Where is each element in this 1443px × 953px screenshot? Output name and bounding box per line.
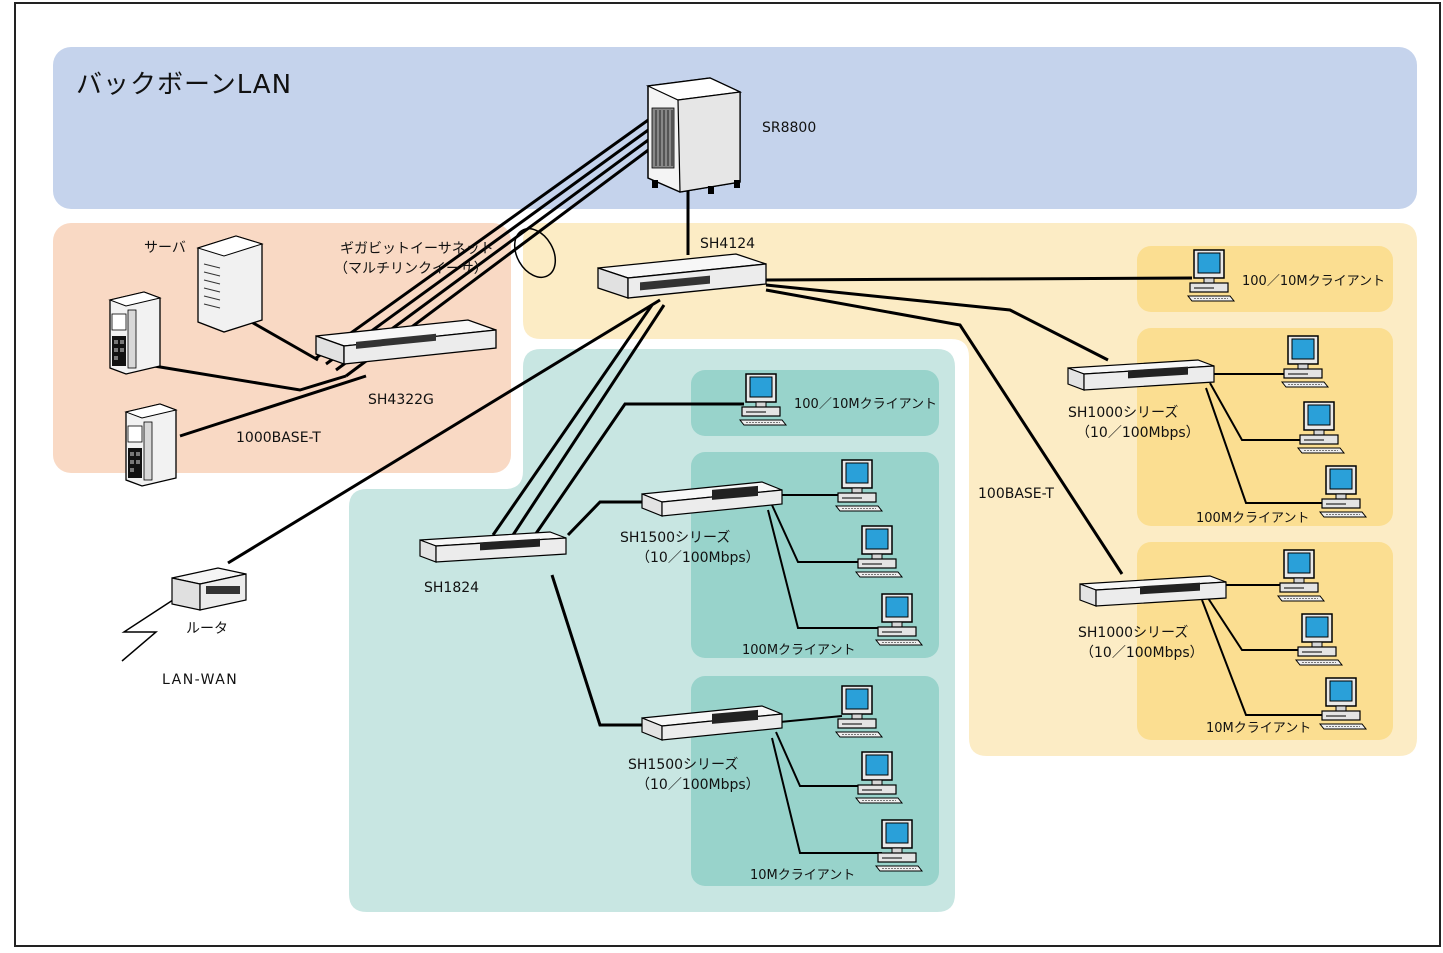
- router-label: ルータ: [186, 621, 228, 637]
- link-sh1824-b: [511, 304, 666, 536]
- diagram-frame: [14, 2, 1441, 947]
- link-sh1000-b: [765, 288, 1124, 575]
- sh1500-label-sub: （10／100Mbps）: [636, 777, 760, 793]
- server-tower-icon: [125, 403, 177, 487]
- server-tower-icon: [109, 291, 161, 375]
- sh4124-label: SH4124: [700, 236, 755, 252]
- sh4322g-switch-icon: [315, 319, 497, 365]
- sh1000-label: SH1000シリーズ: [1078, 625, 1188, 641]
- gigabit-label-2: （マルチリンクイーサ）: [334, 261, 488, 277]
- sh1500-label: SH1500シリーズ: [628, 757, 738, 773]
- router-icon: [171, 567, 247, 611]
- link-server-1: [147, 363, 347, 392]
- backbone-title: バックボーンLAN: [76, 70, 292, 100]
- client-label: 100／10Mクライアント: [794, 397, 937, 412]
- server-tower-icon: [196, 235, 264, 333]
- sh1000-label-sub: （10／100Mbps）: [1076, 425, 1200, 441]
- link-sh1000-a: [765, 283, 1109, 362]
- client-label: 100Mクライアント: [742, 643, 856, 658]
- link-backbone-2: [325, 126, 652, 366]
- sh1000-label: SH1000シリーズ: [1068, 405, 1178, 421]
- base-1000t-label: 1000BASE-T: [236, 430, 321, 446]
- sr8800-label: SR8800: [762, 120, 816, 136]
- link-server-3: [179, 374, 367, 438]
- lan-wan-label: LAN-WAN: [162, 672, 238, 688]
- link-sh1824-sh1500b: [550, 574, 648, 727]
- base-100t-label: 100BASE-T: [978, 486, 1054, 502]
- sh4322g-label: SH4322G: [368, 392, 434, 408]
- link-sh1824-client: [533, 402, 744, 536]
- link-router: [227, 298, 661, 565]
- link-sh1824-a: [491, 304, 654, 536]
- sh1824-label: SH1824: [424, 580, 479, 596]
- multilink-ellipse: [513, 228, 557, 278]
- client-label: 10Mクライアント: [750, 868, 855, 883]
- subzone-r3: [1137, 542, 1393, 740]
- sh4124-switch-icon: [597, 253, 767, 299]
- client-label: 100／10Mクライアント: [1242, 274, 1385, 289]
- link-backbone-1: [315, 116, 652, 360]
- link-server-2: [247, 318, 319, 362]
- links: [121, 116, 1326, 854]
- sr8800-chassis-icon: [645, 77, 743, 194]
- link-client-top: [765, 276, 1193, 282]
- link-sh1824-sh1500a: [566, 500, 652, 537]
- server-label: サーバ: [144, 240, 186, 256]
- sh1500-label-sub: （10／100Mbps）: [636, 550, 760, 566]
- client-label: 100Mクライアント: [1196, 511, 1310, 526]
- sh1500-label: SH1500シリーズ: [620, 530, 730, 546]
- client-label: 10Mクライアント: [1206, 721, 1311, 736]
- gigabit-label-1: ギガビットイーサネット: [340, 241, 494, 257]
- sh1000-label-sub: （10／100Mbps）: [1080, 645, 1204, 661]
